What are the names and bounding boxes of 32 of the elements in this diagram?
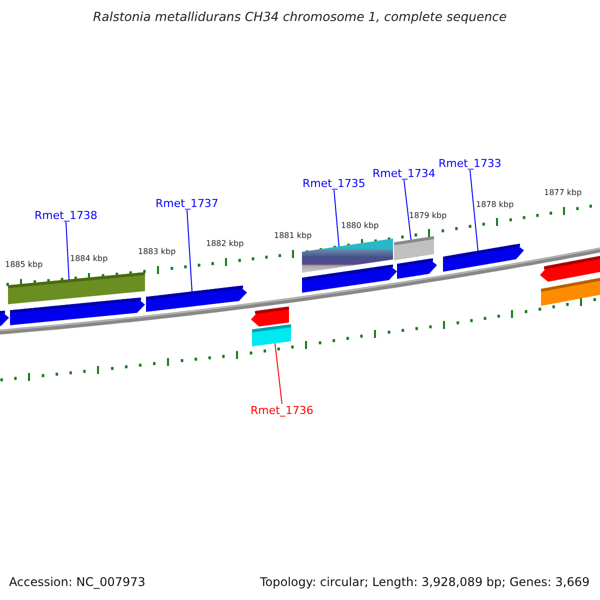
gene-feature: [146, 286, 247, 312]
leader-line: [334, 190, 340, 247]
accession-text: Accession: NC_007973: [9, 576, 146, 588]
scale-label: 1879 kbp: [409, 212, 447, 220]
gene-feature: [443, 244, 524, 272]
gene-label: Rmet_1735: [302, 178, 366, 189]
scale-label: 1884 kbp: [70, 255, 108, 263]
genome-summary-text: Topology: circular; Length: 3,928,089 bp; Genes: 3,669: [260, 576, 590, 588]
leader-line: [274, 342, 282, 404]
leader-line: [66, 222, 70, 280]
gene-label: Rmet_1733: [438, 158, 502, 169]
feature-block: [252, 324, 291, 346]
gene-label: Rmet_1736: [250, 405, 314, 416]
gene-label: Rmet_1734: [372, 168, 436, 179]
scale-label: 1882 kbp: [206, 240, 244, 248]
map-title: Ralstonia metallidurans CH34 chromosome 1, complete sequence: [93, 11, 507, 24]
leader-line: [404, 180, 412, 240]
gene-feature: [0, 310, 9, 328]
scale-label: 1881 kbp: [274, 232, 312, 240]
feature-block: [8, 272, 145, 304]
leader-line: [470, 170, 478, 252]
gene-label: Rmet_1737: [156, 198, 218, 209]
scale-label: 1877 kbp: [544, 189, 582, 197]
feature-block: [394, 236, 434, 260]
scale-label: 1880 kbp: [341, 222, 379, 230]
leader-line: [186, 210, 192, 292]
scale-label: 1883 kbp: [138, 248, 176, 256]
gene-feature: [397, 258, 437, 279]
gene-feature: [251, 306, 289, 326]
scale-label: 1878 kbp: [476, 201, 514, 209]
feature-block: [302, 238, 393, 273]
gene-label: Rmet_1738: [34, 210, 98, 221]
